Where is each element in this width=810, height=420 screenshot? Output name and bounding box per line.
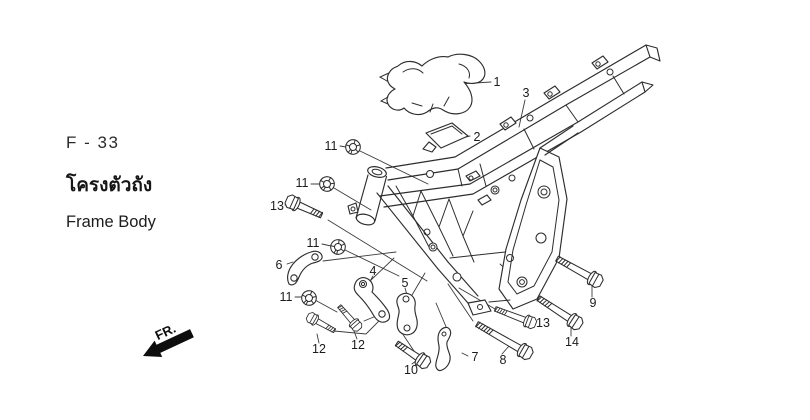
bolt-12b-part bbox=[334, 301, 365, 334]
bolt-13-left-part bbox=[282, 192, 326, 223]
heat-guard-part bbox=[378, 53, 486, 116]
callout-11: 11 bbox=[279, 290, 293, 304]
callout-3: 3 bbox=[522, 86, 530, 100]
callout-2: 2 bbox=[473, 130, 481, 144]
callout-8: 8 bbox=[499, 353, 507, 367]
title-thai: โครงตัวถัง bbox=[66, 175, 153, 196]
callout-7: 7 bbox=[471, 350, 479, 364]
page-code: F - 33 bbox=[66, 133, 120, 152]
plate-7-part bbox=[435, 326, 452, 372]
callout-1: 1 bbox=[493, 75, 501, 89]
callout-9: 9 bbox=[589, 296, 597, 310]
frame-body-drawing bbox=[347, 44, 661, 316]
callout-10: 10 bbox=[404, 363, 418, 377]
callout-11: 11 bbox=[306, 236, 320, 250]
callout-14: 14 bbox=[565, 335, 579, 349]
callout-11: 11 bbox=[295, 176, 309, 190]
callout-12: 12 bbox=[351, 338, 365, 352]
bolt-12a-part bbox=[304, 310, 338, 337]
callout-12: 12 bbox=[312, 342, 326, 356]
bracket-5-part bbox=[396, 292, 418, 336]
callout-6: 6 bbox=[275, 258, 283, 272]
bracket-6-part bbox=[287, 250, 323, 286]
callout-4: 4 bbox=[369, 264, 377, 278]
title-english: Frame Body bbox=[66, 213, 156, 231]
callout-11: 11 bbox=[324, 139, 338, 153]
callout-13: 13 bbox=[270, 199, 284, 213]
guard-plate-part bbox=[422, 122, 469, 153]
callout-13: 13 bbox=[536, 316, 550, 330]
bolt-9-part bbox=[552, 251, 606, 291]
nut-11-parts bbox=[300, 139, 361, 307]
fr-direction-arrow: FR. bbox=[143, 321, 194, 357]
callout-5: 5 bbox=[401, 276, 409, 290]
header-block: F - 33 โครงตัวถัง Frame Body bbox=[66, 133, 156, 232]
fr-arrow-icon bbox=[143, 329, 194, 357]
bracket-4-part bbox=[353, 277, 391, 323]
